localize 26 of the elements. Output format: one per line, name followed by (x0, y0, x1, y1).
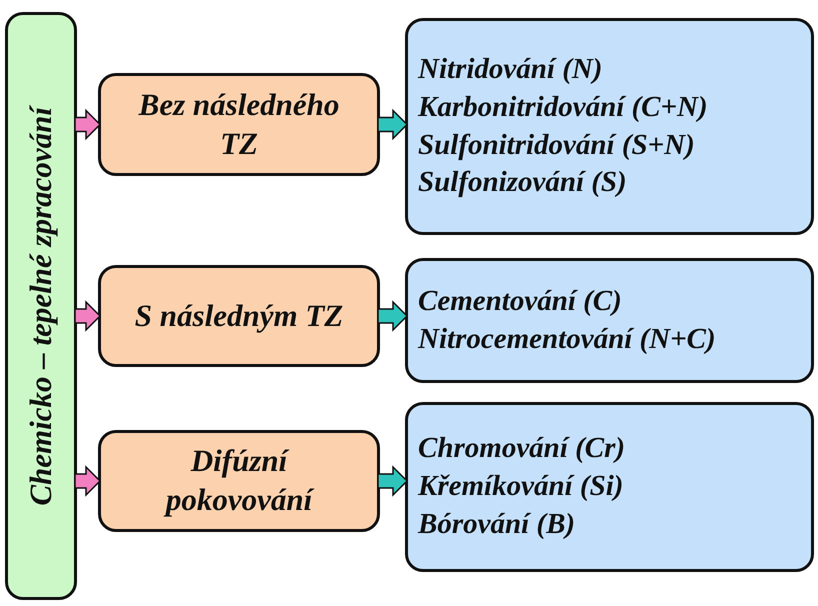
method-name: Sulfonizování (S) (418, 165, 627, 200)
method-name: Chromování (Cr) (418, 431, 626, 466)
category-box (5, 12, 77, 600)
method-name: Křemíkování (Si) (418, 469, 624, 504)
box-label: Chemicko – tepelné zpracování (23, 106, 59, 506)
block-arrow (377, 108, 408, 140)
method-name: Sulfonitridování (S+N) (418, 128, 695, 162)
block-arrow (74, 108, 102, 140)
method-list-box (405, 402, 814, 572)
method-list-box (405, 258, 814, 383)
block-arrow (377, 465, 408, 497)
method-name: Karbonitridování (C+N) (418, 90, 708, 125)
process-box (98, 73, 380, 176)
process-box (98, 430, 380, 532)
block-arrow (377, 300, 408, 332)
box-label: Bez následného TZ (137, 86, 340, 162)
process-box (98, 265, 380, 367)
block-arrow (74, 300, 102, 332)
block-arrow (74, 465, 102, 497)
box-label: S následným TZ (134, 296, 344, 335)
method-list-box (405, 18, 814, 235)
method-name: Bórování (B) (418, 506, 576, 542)
box-label: Difúzní pokovování (162, 442, 316, 519)
method-name: Nitridování (N) (418, 52, 602, 88)
method-name: Nitrocementování (N+C) (418, 322, 716, 356)
method-name: Cementování (C) (418, 284, 622, 319)
